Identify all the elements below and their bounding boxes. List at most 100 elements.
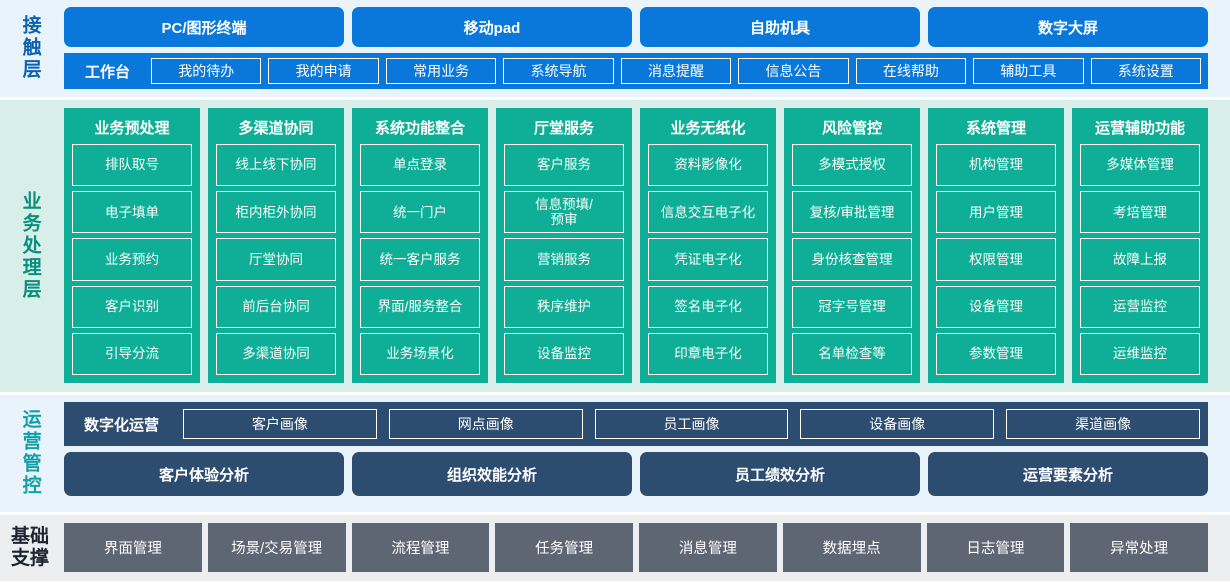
analysis-employee-performance[interactable]: 员工绩效分析 [640, 452, 920, 496]
foundation-item-scene-transaction-management[interactable]: 场景/交易管理 [207, 523, 346, 572]
analysis-operation-factors[interactable]: 运营要素分析 [928, 452, 1208, 496]
workbench-bar: 工作台 我的待办 我的申请 常用业务 系统导航 消息提醒 信息公告 在线帮助 辅… [64, 53, 1208, 89]
layer-foundation: 基础 支撑 界面管理 场景/交易管理 流程管理 任务管理 消息管理 数据埋点 日… [0, 515, 1230, 581]
biz-item[interactable]: 客户识别 [72, 285, 192, 328]
portrait-channel[interactable]: 渠道画像 [1006, 409, 1200, 439]
workbench-item-system-settings[interactable]: 系统设置 [1090, 58, 1201, 84]
workbench-item-my-application[interactable]: 我的申请 [268, 58, 379, 84]
biz-item[interactable]: 业务预约 [72, 238, 192, 281]
business-column-operation-support: 运营辅助功能 多媒体管理 考培管理 故障上报 运营监控 运维监控 [1072, 108, 1208, 383]
biz-item[interactable]: 签名电子化 [648, 285, 768, 328]
biz-item[interactable]: 业务场景化 [360, 332, 480, 376]
biz-item[interactable]: 界面/服务整合 [360, 285, 480, 328]
layer-business-body: 业务预处理 排队取号 电子填单 业务预约 客户识别 引导分流 多渠道协同 线上线… [60, 108, 1230, 383]
workbench-item-announcement[interactable]: 信息公告 [738, 58, 849, 84]
column-title: 业务预处理 [94, 119, 170, 137]
biz-item[interactable]: 身份核查管理 [792, 238, 912, 281]
biz-item[interactable]: 排队取号 [72, 144, 192, 187]
biz-item[interactable]: 柜内柜外协同 [216, 191, 336, 234]
foundation-item-exception-handling[interactable]: 异常处理 [1070, 523, 1208, 572]
biz-item[interactable]: 引导分流 [72, 332, 192, 376]
biz-item[interactable]: 统一门户 [360, 191, 480, 234]
biz-item[interactable]: 故障上报 [1080, 238, 1200, 281]
biz-item[interactable]: 营销服务 [504, 238, 624, 281]
column-title: 系统管理 [965, 119, 1026, 137]
workbench-item-message-alert[interactable]: 消息提醒 [620, 58, 732, 84]
biz-item[interactable]: 凭证电子化 [648, 238, 768, 281]
biz-item[interactable]: 秩序维护 [504, 285, 624, 328]
foundation-item-task-management[interactable]: 任务管理 [495, 523, 633, 572]
biz-item[interactable]: 资料影像化 [648, 144, 768, 187]
column-title: 运营辅助功能 [1094, 119, 1185, 137]
biz-item[interactable]: 机构管理 [936, 144, 1056, 187]
biz-item[interactable]: 权限管理 [936, 238, 1056, 281]
column-title: 厅堂服务 [533, 119, 594, 137]
foundation-item-process-management[interactable]: 流程管理 [351, 523, 490, 572]
channel-mobile-pad[interactable]: 移动pad [352, 7, 632, 47]
foundation-row: 界面管理 场景/交易管理 流程管理 任务管理 消息管理 数据埋点 日志管理 异常… [64, 523, 1208, 572]
biz-item[interactable]: 名单检查等 [792, 332, 912, 376]
biz-item[interactable]: 多渠道协同 [216, 332, 336, 376]
foundation-item-data-tracking[interactable]: 数据埋点 [782, 523, 921, 572]
foundation-item-ui-management[interactable]: 界面管理 [64, 523, 202, 572]
layer-foundation-body: 界面管理 场景/交易管理 流程管理 任务管理 消息管理 数据埋点 日志管理 异常… [60, 523, 1230, 572]
analysis-customer-experience[interactable]: 客户体验分析 [64, 452, 344, 496]
biz-item[interactable]: 厅堂协同 [216, 238, 336, 281]
biz-item[interactable]: 多模式授权 [792, 144, 912, 187]
column-title: 业务无纸化 [670, 119, 746, 137]
portrait-device[interactable]: 设备画像 [800, 409, 995, 439]
portrait-employee[interactable]: 员工画像 [594, 409, 789, 439]
biz-item[interactable]: 统一客户服务 [360, 238, 480, 281]
portrait-branch[interactable]: 网点画像 [388, 409, 583, 439]
channel-self-service-machine[interactable]: 自助机具 [640, 7, 920, 47]
biz-item[interactable]: 用户管理 [936, 191, 1056, 234]
workbench-item-aux-tools[interactable]: 辅助工具 [973, 58, 1084, 84]
column-title: 风险管控 [821, 119, 882, 137]
channel-pc[interactable]: PC/图形终端 [64, 7, 344, 47]
portrait-customer[interactable]: 客户画像 [183, 409, 377, 439]
biz-item[interactable]: 考培管理 [1080, 191, 1200, 234]
workbench-item-online-help[interactable]: 在线帮助 [855, 58, 967, 84]
biz-item[interactable]: 多媒体管理 [1080, 144, 1200, 187]
layer-contact: 接触层 PC/图形终端 移动pad 自助机具 数字大屏 工作台 我的待办 我的申… [0, 0, 1230, 97]
business-column-multichannel: 多渠道协同 线上线下协同 柜内柜外协同 厅堂协同 前后台协同 多渠道协同 [208, 108, 344, 383]
band-divider-1 [0, 97, 1230, 100]
biz-item[interactable]: 冠字号管理 [792, 285, 912, 328]
biz-item[interactable]: 设备监控 [504, 332, 624, 376]
layer-operations-label: 运营管控 [19, 409, 41, 497]
channel-digital-screen[interactable]: 数字大屏 [928, 7, 1208, 47]
biz-item[interactable]: 线上线下协同 [216, 144, 336, 187]
workbench-item-common-business[interactable]: 常用业务 [385, 58, 497, 84]
biz-item[interactable]: 客户服务 [504, 144, 624, 187]
biz-item[interactable]: 前后台协同 [216, 285, 336, 328]
layer-contact-body: PC/图形终端 移动pad 自助机具 数字大屏 工作台 我的待办 我的申请 常用… [60, 7, 1230, 89]
biz-item[interactable]: 印章电子化 [648, 332, 768, 376]
biz-item[interactable]: 信息交互电子化 [648, 191, 768, 234]
biz-item[interactable]: 电子填单 [72, 191, 192, 234]
foundation-item-message-management[interactable]: 消息管理 [639, 523, 777, 572]
workbench-item-my-todo[interactable]: 我的待办 [151, 58, 262, 84]
biz-item[interactable]: 复核/审批管理 [792, 191, 912, 234]
layer-foundation-label: 基础 支撑 [10, 526, 49, 569]
band-divider-2 [0, 392, 1230, 395]
analysis-organization-efficiency[interactable]: 组织效能分析 [352, 452, 632, 496]
layer-operations: 运营管控 数字化运营 客户画像 网点画像 员工画像 设备画像 渠道画像 客户体验… [0, 395, 1230, 512]
digital-operations-bar: 数字化运营 客户画像 网点画像 员工画像 设备画像 渠道画像 [64, 402, 1208, 446]
biz-item[interactable]: 运维监控 [1080, 332, 1200, 376]
business-column-system-management: 系统管理 机构管理 用户管理 权限管理 设备管理 参数管理 [928, 108, 1064, 383]
biz-item[interactable]: 设备管理 [936, 285, 1056, 328]
layer-contact-label: 接触层 [19, 15, 41, 81]
column-title: 系统功能整合 [374, 119, 465, 137]
business-column-lobby-service: 厅堂服务 客户服务 信息预填/ 预审 营销服务 秩序维护 设备监控 [496, 108, 632, 383]
workbench-item-system-navigation[interactable]: 系统导航 [503, 58, 614, 84]
analysis-row: 客户体验分析 组织效能分析 员工绩效分析 运营要素分析 [64, 452, 1208, 496]
biz-item[interactable]: 单点登录 [360, 144, 480, 187]
biz-item[interactable]: 运营监控 [1080, 285, 1200, 328]
layer-business: 业务处理层 业务预处理 排队取号 电子填单 业务预约 客户识别 引导分流 多渠道… [0, 100, 1230, 392]
foundation-item-log-management[interactable]: 日志管理 [926, 523, 1065, 572]
column-title: 多渠道协同 [238, 119, 314, 137]
biz-item[interactable]: 信息预填/ 预审 [504, 191, 624, 234]
business-column-paperless: 业务无纸化 资料影像化 信息交互电子化 凭证电子化 签名电子化 印章电子化 [640, 108, 776, 383]
biz-item[interactable]: 参数管理 [936, 332, 1056, 376]
